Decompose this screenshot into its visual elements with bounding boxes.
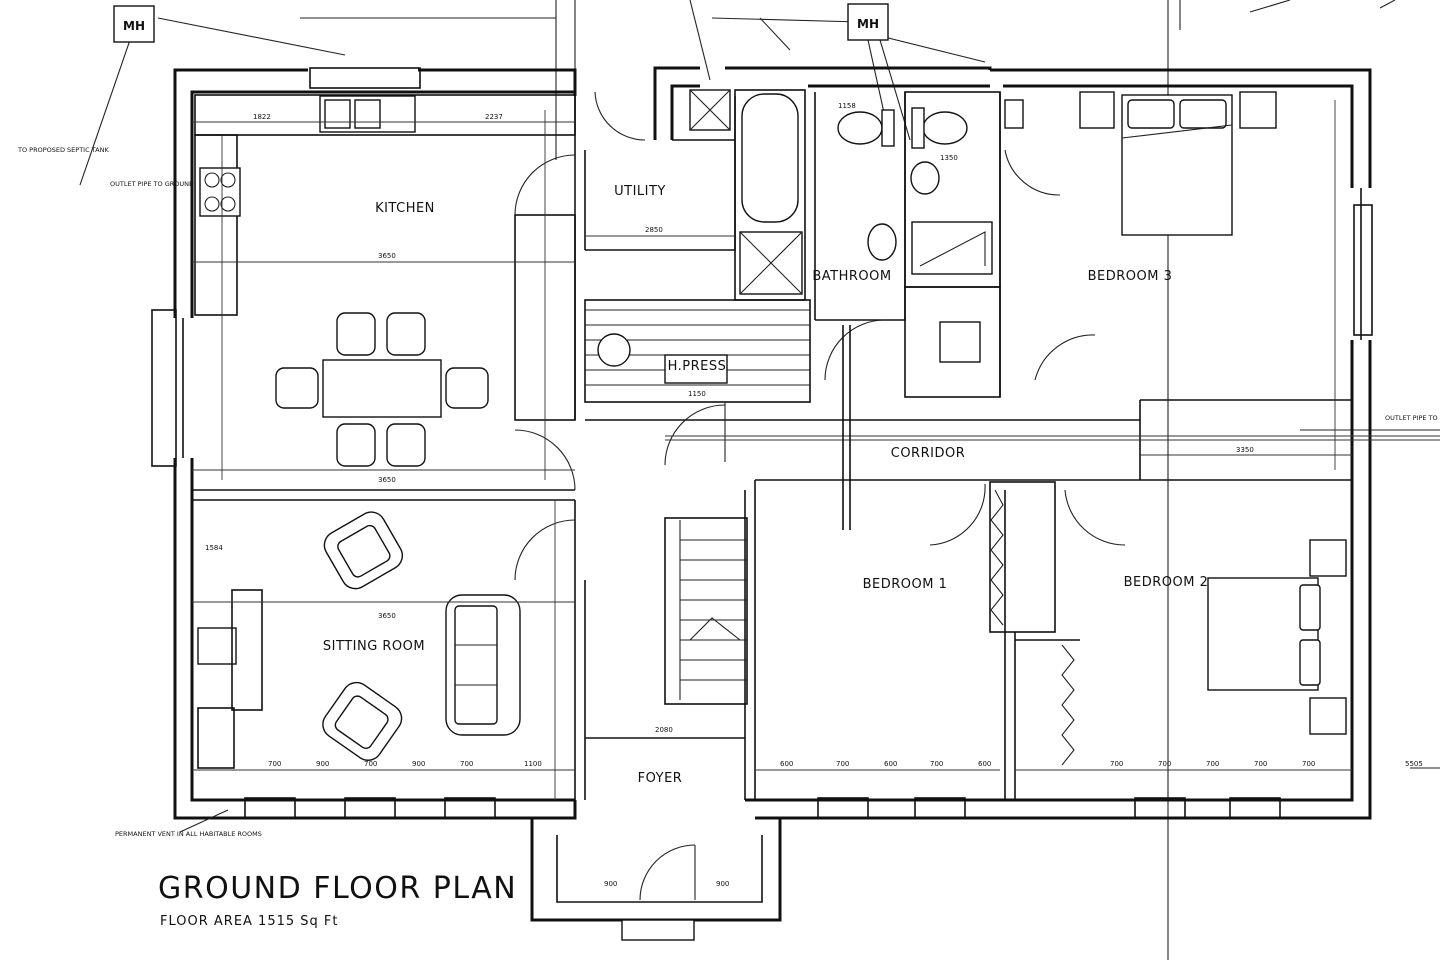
dim-bottom-mid: 600 bbox=[978, 760, 991, 768]
note-outlet-left: OUTLET PIPE TO GROUND bbox=[110, 180, 194, 188]
room-label-sitting-room: SITTING ROOM bbox=[323, 639, 425, 654]
dining-chair bbox=[275, 367, 319, 409]
dim-bottom-left: 700 bbox=[460, 760, 473, 768]
sofa bbox=[445, 594, 521, 736]
plan-subtitle: FLOOR AREA 1515 Sq Ft bbox=[160, 914, 338, 929]
dim-bottom-left: 700 bbox=[364, 760, 377, 768]
dim-bottom-left: 700 bbox=[268, 760, 281, 768]
note-septic: TO PROPOSED SEPTIC TANK bbox=[17, 146, 109, 154]
notes: TO PROPOSED SEPTIC TANK OUTLET PIPE TO G… bbox=[17, 146, 1440, 838]
dim-bottom-left: 900 bbox=[412, 760, 425, 768]
dining-chair bbox=[336, 312, 376, 356]
note-vent: PERMANENT VENT IN ALL HABITABLE ROOMS bbox=[115, 830, 262, 838]
dining-chair bbox=[445, 367, 489, 409]
dimension-labels: 1822 2237 3650 3650 3650 1584 2850 1158 … bbox=[205, 102, 1423, 888]
room-label-bedroom2: BEDROOM 2 bbox=[1124, 575, 1209, 590]
dim-bottom-mid: 700 bbox=[836, 760, 849, 768]
bath bbox=[741, 93, 799, 223]
doors bbox=[514, 91, 1126, 901]
bedroom3-furniture bbox=[1004, 91, 1277, 236]
dim-bottom-mid: 700 bbox=[930, 760, 943, 768]
hot-press bbox=[585, 309, 810, 386]
dim-kitchen-width: 3650 bbox=[378, 252, 396, 260]
dim-kitchen-top-a: 1822 bbox=[253, 113, 271, 121]
dining-set bbox=[275, 312, 489, 467]
dining-table bbox=[322, 359, 442, 418]
dim-bottom-left: 1100 bbox=[524, 760, 542, 768]
room-labels: KITCHEN UTILITY BATHROOM BEDROOM 3 H.PRE… bbox=[323, 184, 1208, 786]
manhole-right: MH bbox=[847, 3, 889, 41]
manhole-left-label: MH bbox=[123, 19, 145, 33]
room-label-foyer: FOYER bbox=[638, 771, 683, 786]
room-label-utility: UTILITY bbox=[614, 184, 666, 199]
dim-bath-a: 1158 bbox=[838, 102, 856, 110]
fireplace bbox=[197, 589, 263, 769]
armchair bbox=[323, 511, 404, 590]
basin-ensuite bbox=[910, 161, 940, 195]
windows-bottom bbox=[244, 67, 1281, 819]
title-block: GROUND FLOOR PLAN FLOOR AREA 1515 Sq Ft bbox=[158, 871, 517, 929]
corridor-lines bbox=[665, 325, 1440, 530]
sanitary-fixtures bbox=[689, 89, 993, 363]
wash-basin bbox=[867, 223, 897, 261]
dim-bottom-right: 700 bbox=[1158, 760, 1171, 768]
internal-walls bbox=[192, 89, 1352, 800]
dim-bottom-mid: 600 bbox=[884, 760, 897, 768]
dim-bottom-right: 700 bbox=[1254, 760, 1267, 768]
manhole-left: MH bbox=[113, 5, 155, 43]
cylinder bbox=[597, 333, 631, 367]
dim-bottom-right: 700 bbox=[1206, 760, 1219, 768]
dining-chair bbox=[386, 423, 426, 467]
dim-foyer-bottom: 900 bbox=[604, 880, 617, 888]
dimension-lines bbox=[192, 100, 1352, 800]
wc bbox=[837, 111, 883, 145]
dim-sitting-width: 3650 bbox=[378, 612, 396, 620]
dim-bed3-width: 3350 bbox=[1236, 446, 1254, 454]
room-label-bedroom1: BEDROOM 1 bbox=[863, 577, 948, 592]
dim-dining-width: 3650 bbox=[378, 476, 396, 484]
dim-right-edge: 5505 bbox=[1405, 760, 1423, 768]
room-label-kitchen: KITCHEN bbox=[375, 201, 435, 216]
dim-utility-width: 2850 bbox=[645, 226, 663, 234]
room-label-bedroom3: BEDROOM 3 bbox=[1088, 269, 1173, 284]
external-walls bbox=[151, 66, 1373, 941]
dim-bottom-right: 700 bbox=[1302, 760, 1315, 768]
manhole-right-label: MH bbox=[857, 17, 879, 31]
dining-chair bbox=[386, 312, 426, 356]
dim-kitchen-top-b: 2237 bbox=[485, 113, 503, 121]
wardrobes bbox=[990, 489, 1075, 766]
note-outlet-right: OUTLET PIPE TO GROUND bbox=[1385, 414, 1440, 422]
room-label-hpress: H.PRESS bbox=[668, 359, 727, 374]
hob bbox=[199, 167, 241, 217]
wc-ensuite bbox=[922, 111, 968, 145]
sitting-furniture bbox=[197, 511, 521, 769]
dim-bath-b: 1350 bbox=[940, 154, 958, 162]
dim-bottom-right: 700 bbox=[1110, 760, 1123, 768]
plan-title: GROUND FLOOR PLAN bbox=[158, 871, 517, 906]
room-label-corridor: CORRIDOR bbox=[891, 446, 965, 461]
armchair bbox=[322, 681, 403, 761]
dining-chair bbox=[336, 423, 376, 467]
bedroom2-furniture bbox=[1207, 539, 1347, 735]
dim-hall-width: 2080 bbox=[655, 726, 673, 734]
dim-bottom-mid: 600 bbox=[780, 760, 793, 768]
dim-sitting-side: 1584 bbox=[205, 544, 223, 552]
dim-bottom-left: 900 bbox=[316, 760, 329, 768]
room-label-bathroom: BATHROOM bbox=[812, 269, 891, 284]
dim-foyer-bottom: 900 bbox=[716, 880, 729, 888]
dim-stairs: 1150 bbox=[688, 390, 706, 398]
shower-ensuite bbox=[911, 221, 993, 275]
